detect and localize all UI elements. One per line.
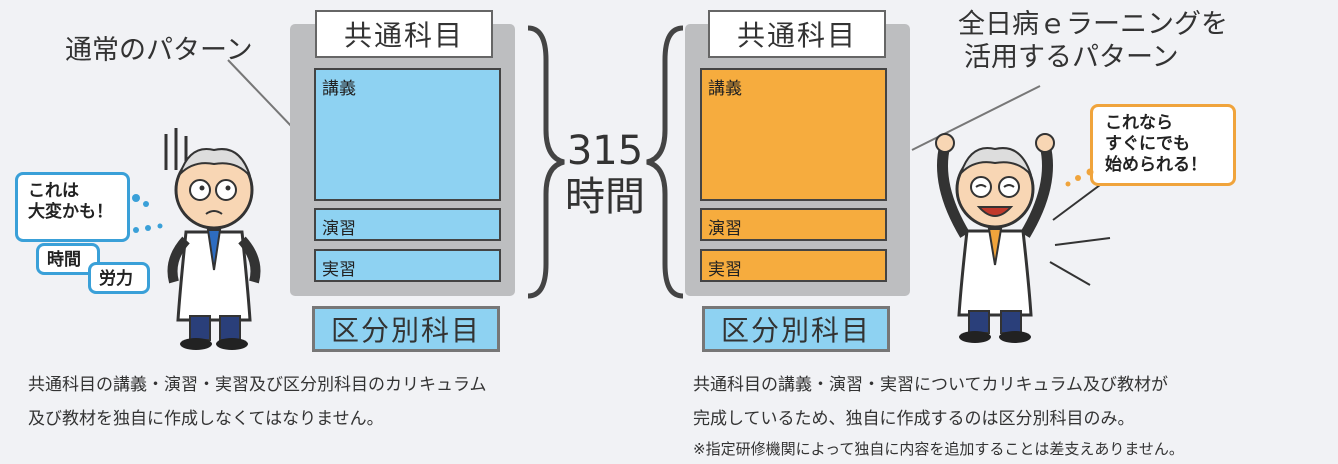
right-bubble-line2: すぐにでも [1105,134,1190,154]
left-dept-subjects: 区分別科目 [312,306,500,352]
right-dept-subjects: 区分別科目 [702,306,890,352]
left-pattern-label: 通常のパターン [65,35,253,66]
right-caption-line2: 完成しているため、独自に作成するのは区分別科目のみ。 [693,409,1135,429]
right-brace-icon [646,25,684,299]
happy-doctor-icon [935,133,1055,343]
right-practice-block: 実習 [700,249,887,282]
left-lecture-block: 講義 [314,68,501,201]
left-bubble-line1: これは [28,181,79,201]
right-pattern-label-line1: 全日病ｅラーニングを [958,9,1228,40]
right-practice-label: 実習 [708,260,742,280]
hours-unit: 時間 [565,174,645,220]
left-caption-line1: 共通科目の講義・演習・実習及び区分別科目のカリキュラム [28,375,487,395]
right-caption-line1: 共通科目の講義・演習・実習についてカリキュラム及び教材が [693,375,1168,395]
right-bubble-line3: 始められる！ [1105,155,1207,175]
left-worry-bubble: これは 大変かも！ [15,172,130,242]
left-lecture-label: 講義 [322,79,356,99]
left-brace-icon [527,25,565,299]
right-exercise-block: 演習 [700,208,887,241]
left-caption-line2: 及び教材を独自に作成しなくてはなりません。 [28,409,384,429]
right-common-subjects-title: 共通科目 [708,10,886,58]
right-thought-dots-icon [1065,168,1094,187]
total-hours: 315 時間 [555,128,655,220]
left-common-subjects-title: 共通科目 [315,10,493,58]
right-pattern-label: 全日病ｅラーニングを 活用するパターン [958,8,1228,74]
left-caption: 共通科目の講義・演習・実習及び区分別科目のカリキュラム 及び教材を独自に作成しな… [28,368,487,436]
right-lecture-label: 講義 [708,79,742,99]
right-lecture-block: 講義 [700,68,887,201]
right-caption: 共通科目の講義・演習・実習についてカリキュラム及び教材が 完成しているため、独自… [693,368,1168,436]
time-bubble: 時間 [36,243,100,275]
right-note: ※指定研修機関によって独自に内容を追加することは差支えありません。 [693,440,1184,458]
left-exercise-label: 演習 [322,219,356,239]
left-exercise-block: 演習 [314,208,501,241]
hours-value: 315 [566,128,644,174]
right-exercise-label: 演習 [708,219,742,239]
right-pattern-label-line2: 活用するパターン [964,42,1179,73]
right-bubble-line1: これなら [1105,113,1173,133]
effort-bubble: 労力 [88,262,150,294]
left-practice-block: 実習 [314,249,501,282]
left-practice-label: 実習 [322,260,356,280]
thought-dots-icon [132,194,163,233]
worried-doctor-icon [164,128,261,350]
right-happy-bubble: これなら すぐにでも 始められる！ [1090,104,1236,186]
left-bubble-line2: 大変かも！ [28,202,113,222]
